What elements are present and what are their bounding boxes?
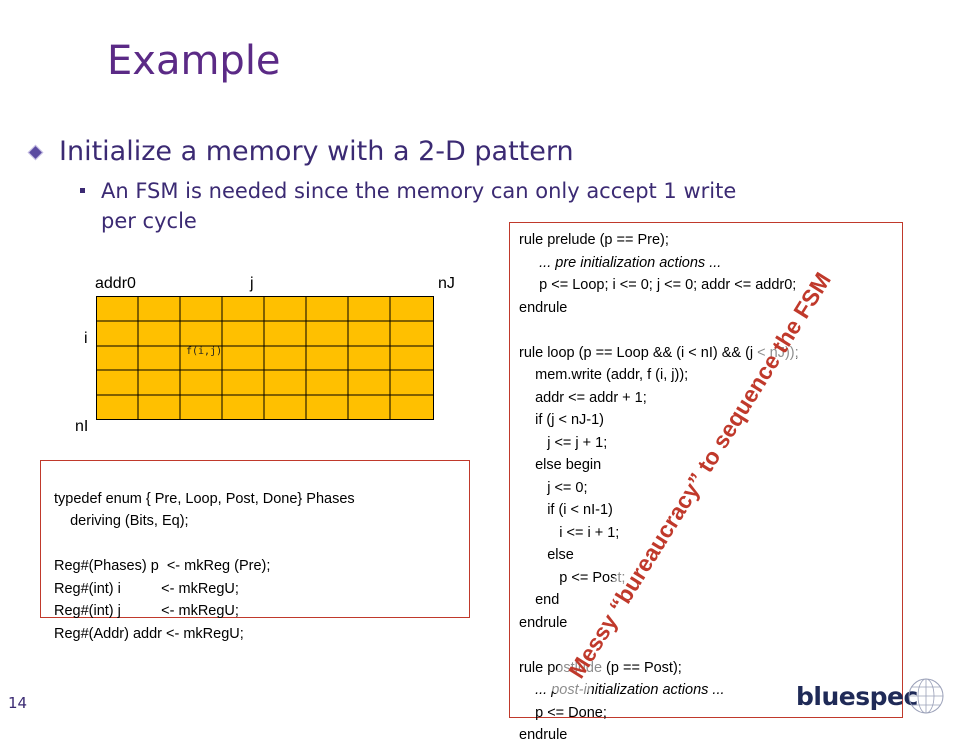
code-line: p <= Loop; i <= 0; j <= 0; addr <= addr0…: [519, 277, 797, 293]
code-line: endrule: [519, 614, 568, 631]
code-line: Reg#(int) j <- mkRegU;: [54, 603, 239, 619]
code-line: deriving (Bits, Eq);: [54, 513, 189, 529]
code-line: Reg#(Phases) p <- mkReg (Pre);: [54, 558, 271, 574]
logo-wordmark: bluespec: [796, 682, 918, 711]
main-bullet-text: Initialize a memory with a 2-D pattern: [59, 136, 574, 167]
code-line: else: [519, 547, 574, 563]
code-line: typedef enum { Pre, Loop, Post, Done} Ph…: [54, 490, 355, 507]
bluespec-logo: bluespec: [790, 676, 950, 716]
code-line: j <= j + 1;: [519, 434, 608, 451]
code-line: mem.write (addr, f (i, j));: [519, 367, 689, 383]
code-line: p <= Done;: [519, 704, 607, 721]
left-code-box: typedef enum { Pre, Loop, Post, Done} Ph…: [40, 460, 470, 642]
code-line: addr <= addr + 1;: [519, 389, 647, 406]
code-line: rule prelude (p == Pre);: [519, 232, 669, 248]
code-line: endrule: [519, 299, 568, 316]
label-j: j: [250, 275, 254, 292]
page-number: 14: [8, 694, 28, 712]
globe-icon: [908, 678, 944, 714]
label-nj: nJ: [438, 275, 455, 292]
memory-grid-lines: [96, 296, 434, 420]
left-code: typedef enum { Pre, Loop, Post, Done} Ph…: [54, 465, 355, 645]
label-i: i: [84, 330, 88, 347]
diamond-bullet-icon: [27, 144, 44, 161]
code-line: ... pre initialization actions ...: [519, 254, 722, 271]
square-bullet-icon: [80, 188, 85, 193]
code-line: i <= i + 1;: [519, 524, 620, 541]
code-line: end: [519, 592, 560, 608]
code-line: j <= 0;: [519, 479, 588, 496]
label-ni: nI: [75, 418, 89, 435]
memory-grid: [96, 296, 434, 420]
code-line: p <= Post;: [519, 569, 626, 586]
code-line: Reg#(Addr) addr <- mkRegU;: [54, 625, 244, 642]
sub-bullet-text: An FSM is needed since the memory can on…: [101, 179, 737, 233]
code-line: Reg#(int) i <- mkRegU;: [54, 580, 239, 597]
label-addr0: addr0: [95, 275, 136, 292]
code-line: if (j < nJ-1): [519, 412, 605, 428]
cell-label: f(i,j): [186, 346, 223, 357]
slide-title: Example: [107, 38, 281, 84]
code-line: endrule: [519, 727, 568, 743]
code-line: else begin: [519, 457, 602, 473]
code-line: if (i < nI-1): [519, 502, 613, 518]
